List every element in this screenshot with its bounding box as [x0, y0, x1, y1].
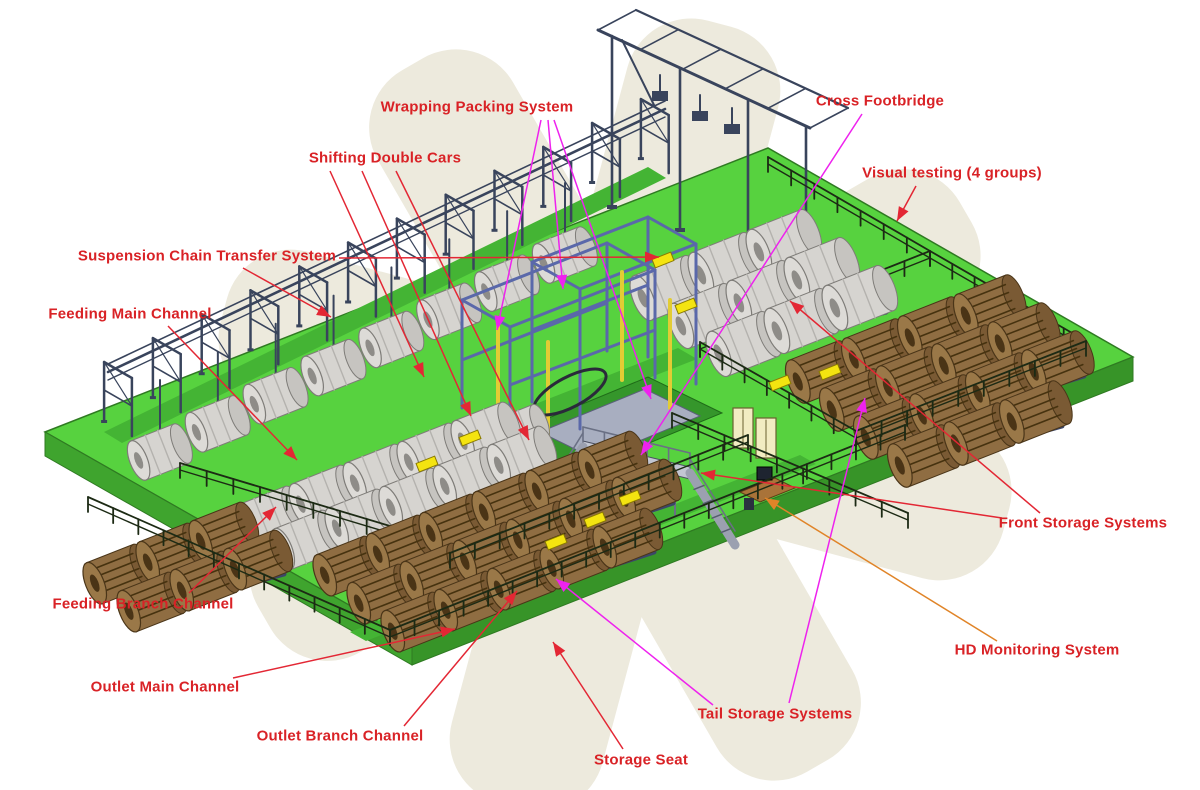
annotation-leader-lines — [167, 113, 1041, 750]
factory-3d-illustration — [43, 8, 1135, 790]
